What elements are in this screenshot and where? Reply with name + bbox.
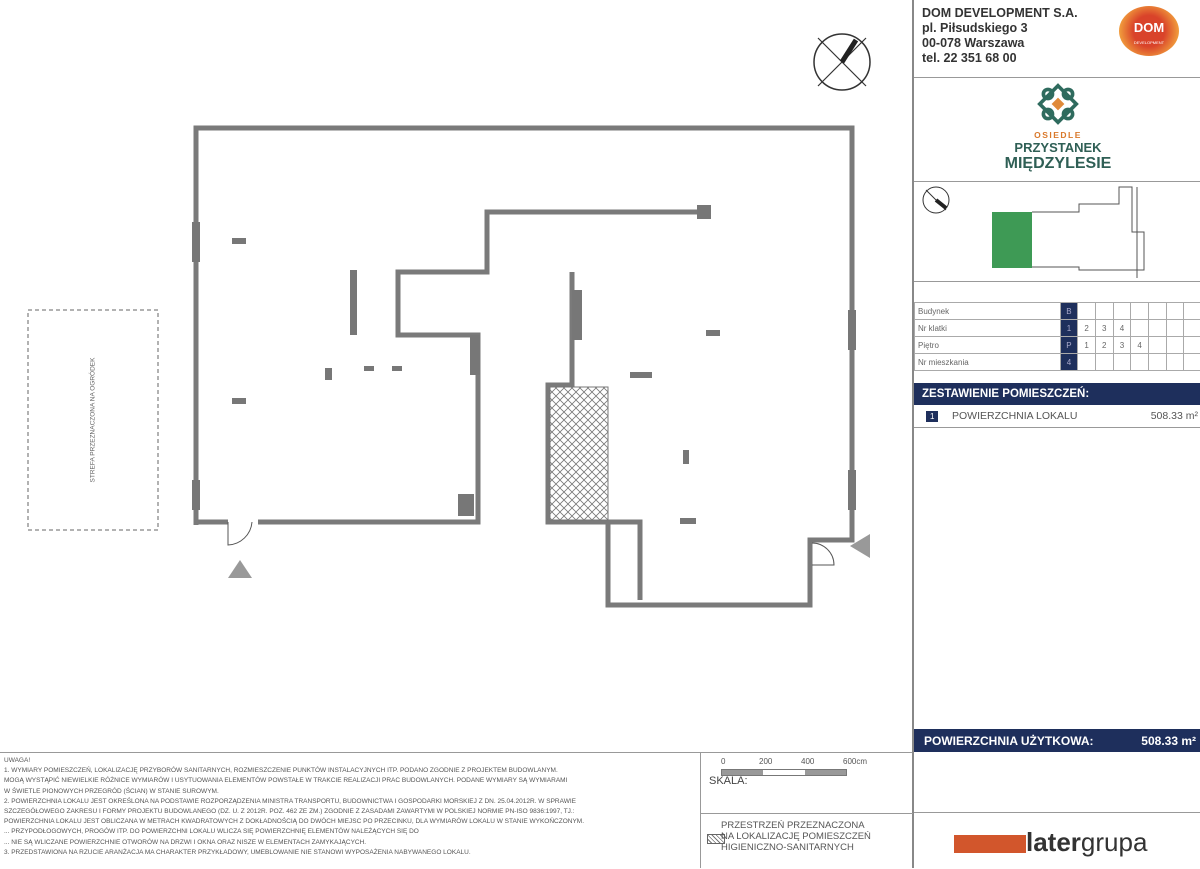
notes: UWAGA! 1. WYMIARY POMIESZCZEŃ, LOKALIZAC… (0, 752, 700, 868)
room-number: 1 (926, 411, 938, 422)
note-line: ... NIE SĄ WLICZANE POWIERZCHNIE OTWORÓW… (4, 838, 696, 848)
title-block: DOM DEVELOPMENT S.A. pl. Piłsudskiego 3 … (912, 0, 1200, 868)
compass-icon (814, 34, 870, 90)
legend-line: PRZESTRZEŃ PRZEZNACZONA (721, 820, 871, 831)
scale-tick: 200 (759, 757, 772, 766)
notes-title: UWAGA! (4, 756, 696, 766)
note-line: SZCZEGÓŁOWEGO ZAKRESU I FORMY PROJEKTU B… (4, 807, 696, 817)
legend-line: NA LOKALIZACJĘ POMIESZCZEŃ (721, 831, 871, 842)
brand-cell: latergrupa (914, 812, 1200, 868)
scale-bar: 0 200 400 600cm (721, 757, 866, 776)
note-line: 3. PRZEDSTAWIONA NA RZUCIE ARANŻACJA MA … (4, 848, 696, 858)
dom-logo: DOM DEVELOPMENT (1119, 6, 1179, 56)
ornament-icon (1035, 83, 1081, 125)
note-line: W ŚWIETLE PIONOWYCH PRZEGRÓD (ŚCIAN) W S… (4, 787, 696, 797)
scale-tick: 0 (721, 757, 725, 766)
sanitary-area (550, 387, 608, 520)
total-area-value: 508.33 m² (1141, 734, 1196, 748)
company-info: DOM DEVELOPMENT S.A. pl. Piłsudskiego 3 … (914, 0, 1200, 78)
project-logo: OSIEDLE PRZYSTANEK MIĘDZYLESIE (914, 78, 1200, 182)
room-area: 508.33 m² (1151, 410, 1198, 422)
note-line: ... PRZYPODŁOGOWYCH, PROGÓW ITP. DO POWI… (4, 827, 696, 837)
legend-line: HIGIENICZNO-SANITARNYCH (721, 842, 871, 853)
total-area-bar: POWIERZCHNIA UŻYTKOWA: 508.33 m² (914, 729, 1200, 752)
note-line: MOGĄ WYSTĄPIĆ NIEWIELKIE RÓŻNICE WYMIARÓ… (4, 776, 696, 786)
total-area-label: POWIERZCHNIA UŻYTKOWA: (924, 734, 1094, 748)
scale-tick: 600cm (843, 757, 867, 766)
latergrupa-logo: latergrupa (954, 827, 1147, 858)
compass-icon (923, 187, 949, 213)
entrance-arrow-icon (228, 560, 252, 578)
walls (196, 128, 852, 605)
scale-label: SKALA: (709, 775, 748, 787)
key-plan (914, 182, 1200, 282)
floor-plan (0, 0, 912, 752)
project-prefix: OSIEDLE (914, 130, 1200, 140)
key-plan-map (914, 182, 1200, 282)
door (228, 522, 834, 565)
room-row: 1 POWIERZCHNIA LOKALU 508.33 m² (914, 405, 1200, 428)
project-name-line2: MIĘDZYLESIE (914, 155, 1200, 172)
note-line: POWIERZCHNIA LOKALU JEST OBLICZANA W MET… (4, 817, 696, 827)
scale-legend: SKALA: 0 200 400 600cm PRZESTRZEŃ PRZEZN… (700, 752, 912, 868)
columns (192, 205, 856, 524)
rooms-header: ZESTAWIENIE POMIESZCZEŃ: (914, 383, 1200, 405)
note-line: 2. POWIERZCHNIA LOKALU JEST OKREŚLONA NA… (4, 797, 696, 807)
project-name-line1: PRZYSTANEK (914, 140, 1200, 155)
garden-label: STREFA PRZEZNACZONA NA OGRÓDEK (90, 358, 97, 483)
note-line: 1. WYMIARY POMIESZCZEŃ, LOKALIZACJĘ PRZY… (4, 766, 696, 776)
room-name: POWIERZCHNIA LOKALU (952, 410, 1077, 422)
scale-tick: 400 (801, 757, 814, 766)
